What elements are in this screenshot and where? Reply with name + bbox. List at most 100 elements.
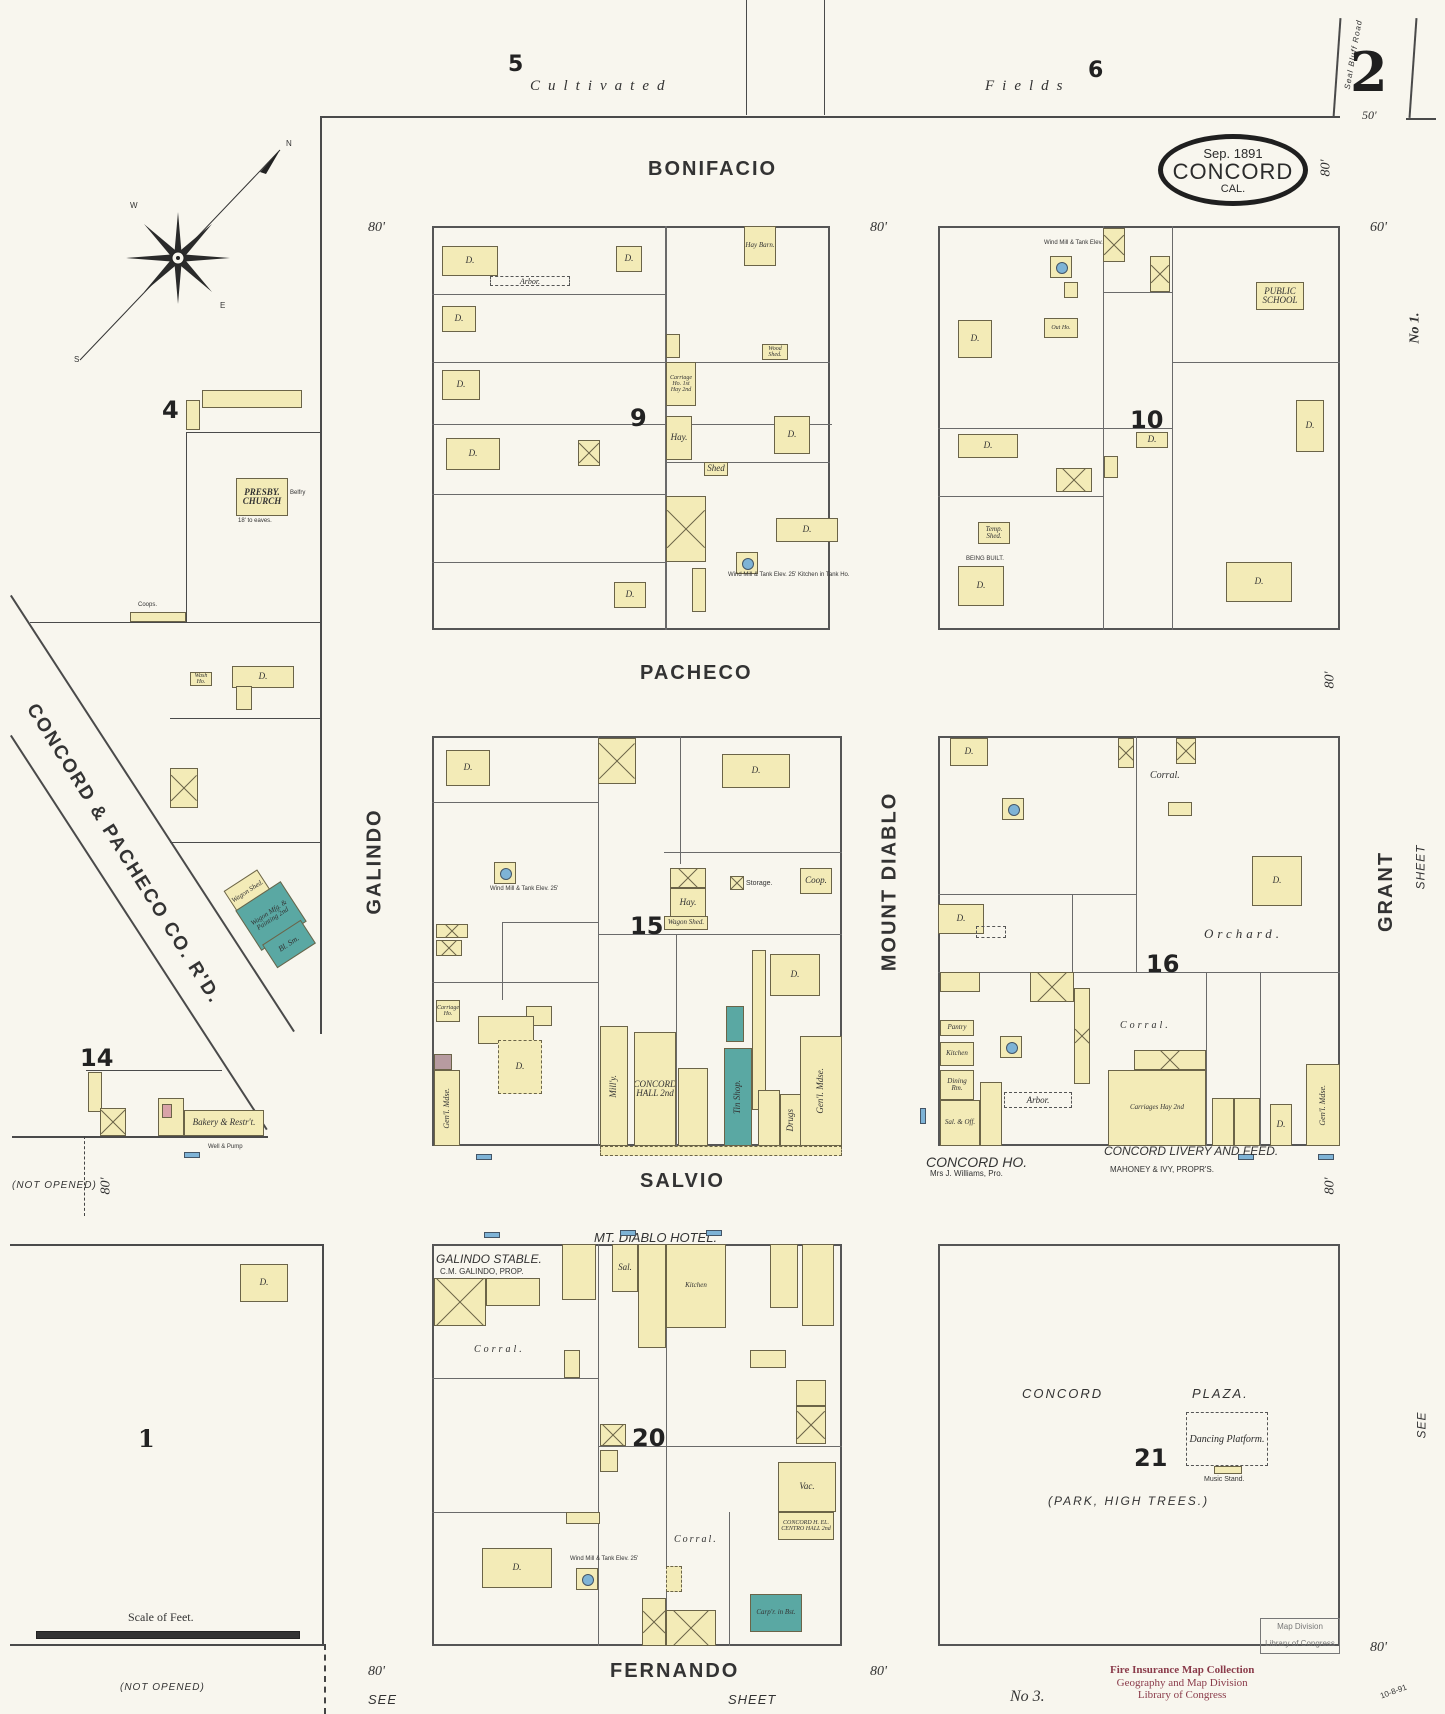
b16-pantry: Pantry bbox=[940, 1020, 974, 1036]
shed-label: Shed bbox=[707, 463, 725, 474]
b10-lot bbox=[1103, 292, 1173, 293]
b20-barn-small bbox=[600, 1424, 626, 1446]
b16-lot bbox=[1072, 894, 1073, 972]
sheet-number: 2 bbox=[1350, 40, 1388, 104]
b20-corral-label-2: Corral. bbox=[674, 1534, 718, 1545]
b9-lot bbox=[666, 362, 830, 363]
b4-lot-line-c bbox=[30, 622, 322, 623]
tin-shop-label: Tin Shop. bbox=[732, 1079, 743, 1114]
dining-label: Dining Rm. bbox=[947, 1076, 967, 1092]
b20-coop-2 bbox=[600, 1450, 618, 1472]
b20-water-trough-icon-3 bbox=[484, 1232, 500, 1238]
street-galindo: GALINDO bbox=[363, 808, 386, 915]
b20-shed-dashed bbox=[666, 1566, 682, 1592]
b9-windmill-icon bbox=[736, 552, 758, 574]
block-9-number: 9 bbox=[630, 404, 647, 432]
b20-lot bbox=[432, 1378, 598, 1379]
hay-barn: Hay Barn. bbox=[744, 226, 776, 266]
b16-gen-mdse: Gen'l. Mdse. bbox=[1306, 1064, 1340, 1146]
oil-storage bbox=[726, 1006, 744, 1042]
street-fernando: FERNANDO bbox=[610, 1660, 740, 1682]
b20-lot bbox=[598, 1244, 599, 1646]
b9-hay: Hay. bbox=[666, 416, 692, 460]
compass-s: S bbox=[74, 355, 80, 364]
b16-dwelling-2: D. bbox=[1252, 856, 1302, 906]
b16-kitchen: Kitchen bbox=[940, 1042, 974, 1066]
b15-lot bbox=[502, 922, 598, 923]
b10-dwelling-4: D. bbox=[1136, 432, 1168, 448]
b9-lot bbox=[666, 462, 830, 463]
sal-office-label: Sal. & Off. bbox=[944, 1118, 976, 1127]
street-bonifacio: BONIFACIO bbox=[648, 158, 778, 180]
bakery-label: Bakery & Restr't. bbox=[192, 1117, 256, 1128]
b15-storage-house bbox=[434, 1054, 452, 1070]
b4-coops bbox=[130, 612, 186, 622]
drugs-label: Drugs bbox=[785, 1108, 796, 1132]
b15-storage bbox=[730, 876, 744, 890]
salvio-north-line-left bbox=[12, 1136, 268, 1138]
block-20-number: 20 bbox=[632, 1424, 666, 1452]
adjoining-sheet-3: No 3. bbox=[1010, 1688, 1045, 1705]
b15-carriage: Carriage Ho. bbox=[436, 1000, 460, 1022]
b10-dwelling-new: D. bbox=[958, 566, 1004, 606]
compass-e: E bbox=[220, 301, 226, 310]
bakery-restaurant: Bakery & Restr't. bbox=[184, 1110, 264, 1136]
b10-out-house: Out Ho. bbox=[1044, 318, 1078, 338]
b16-windmill-icon bbox=[1002, 798, 1024, 820]
width-80-b: 80' bbox=[870, 220, 887, 235]
b9-lot bbox=[432, 494, 665, 495]
b10-windmill-icon bbox=[1050, 256, 1072, 278]
block-5-number: 5 bbox=[508, 52, 524, 77]
block-9 bbox=[432, 226, 830, 630]
block-15-number: 15 bbox=[630, 912, 664, 940]
b15-coop-label: Coop. bbox=[805, 875, 827, 886]
b15-long-shed bbox=[752, 950, 766, 1110]
b10-dwelling-3: D. bbox=[958, 434, 1018, 458]
block-1-number: 1 bbox=[138, 1424, 155, 1453]
b15-windmill-icon bbox=[494, 862, 516, 884]
concord-hall: CONCORD HALL 2nd bbox=[634, 1032, 676, 1146]
block-14-number: 14 bbox=[80, 1044, 114, 1072]
b4-lot-line-a bbox=[186, 432, 322, 433]
see-label-bottom: SEE bbox=[368, 1692, 398, 1707]
b20-barn-b bbox=[666, 1610, 716, 1646]
field-divider-left bbox=[746, 0, 747, 115]
street-mount-diablo: MOUNT DIABLO bbox=[878, 791, 901, 972]
stamp-box-top: Map Division bbox=[1277, 1622, 1323, 1631]
livery-stable: Carriages Hay 2nd bbox=[1108, 1070, 1206, 1146]
b16-sheds bbox=[940, 972, 980, 992]
b16-arbor-small bbox=[976, 926, 1006, 938]
b16-parlor bbox=[980, 1082, 1002, 1146]
b15-carriage-label: Carriage Ho. bbox=[437, 1004, 460, 1017]
b15-gen-mdse-2-label: Gen'l. Mdse. bbox=[815, 1068, 826, 1114]
carriage-house: Carriage Ho. 1st Hay 2nd bbox=[666, 362, 696, 406]
b9-coop bbox=[666, 334, 680, 358]
scale-of-feet: Scale of Feet. bbox=[36, 1610, 306, 1639]
cultivated-label: Cultivated bbox=[530, 78, 673, 94]
b16-barn-1 bbox=[1118, 738, 1134, 768]
b9-lot bbox=[432, 294, 665, 295]
b16-dwelling-3: D. bbox=[938, 904, 984, 934]
b20-lot bbox=[598, 1446, 842, 1447]
b16-barn-3 bbox=[1030, 972, 1074, 1002]
sheet-label-bottom: SHEET bbox=[728, 1692, 777, 1707]
b9-mid-line-a bbox=[665, 226, 666, 630]
b20-corral-label: Corral. bbox=[474, 1344, 525, 1355]
carriages-label: Carriages Hay 2nd bbox=[1129, 1103, 1185, 1112]
b10-dwelling-2: D. bbox=[1296, 400, 1324, 452]
b15-lot bbox=[676, 934, 677, 1146]
b16-water-trough-icon-3 bbox=[1318, 1154, 1334, 1160]
b15-lot bbox=[502, 922, 503, 1000]
b16-wood-shed bbox=[1168, 802, 1192, 816]
not-opened-label-left: (NOT OPENED) bbox=[12, 1180, 97, 1191]
temp-shed-label: Temp. Shed. bbox=[985, 524, 1003, 540]
b15-dwelling-1: D. bbox=[446, 750, 490, 786]
concord-house-prop: Mrs J. Williams, Pro. bbox=[930, 1169, 1003, 1178]
b10-tool-shed bbox=[1104, 456, 1118, 478]
b20-shops-1 bbox=[562, 1244, 596, 1300]
el-centro-hall-label: CONCORD H. EL. CENTRO HALL 2nd bbox=[781, 1519, 831, 1532]
b10-barn-2 bbox=[1150, 256, 1170, 292]
galindo-stable bbox=[434, 1278, 486, 1326]
b20-dwelling-1: D. bbox=[482, 1548, 552, 1588]
galindo-west-line bbox=[320, 116, 322, 1034]
